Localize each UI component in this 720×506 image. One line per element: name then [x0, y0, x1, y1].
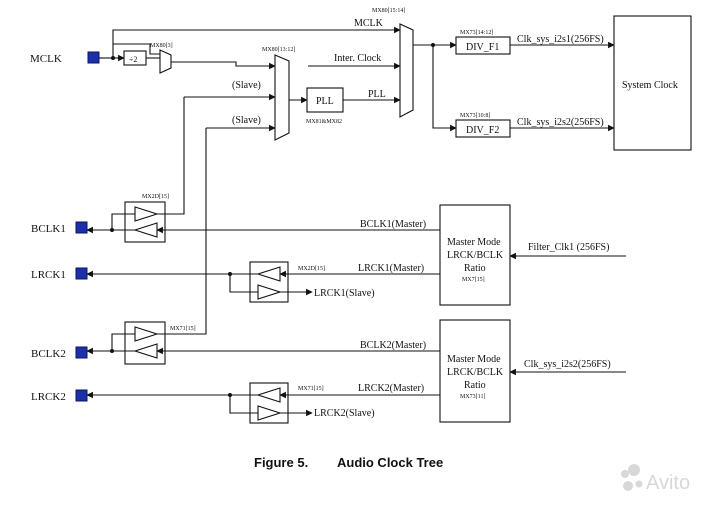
mux-mx80-15-14 — [399, 23, 414, 118]
clk-sys-i2s2-in-label: Clk_sys_i2s2(256FS) — [524, 359, 611, 370]
wire-mx80-3-out — [171, 61, 276, 70]
figure-title: Audio Clock Tree — [337, 455, 443, 470]
master-mode-2-line2: LRCK/BCLK — [447, 367, 504, 378]
slave-label-2: (Slave) — [232, 115, 261, 126]
div-f2-label: DIV_F2 — [466, 125, 499, 136]
system-clock-label: System Clock — [622, 80, 678, 91]
avito-logo-dot-2 — [628, 464, 640, 476]
master-mode-2-reg: MX73[11] — [460, 394, 485, 400]
filter-clk1-label: Filter_Clk1 (256FS) — [528, 242, 609, 253]
mclk-pin-label: MCLK — [30, 53, 62, 65]
div2-label: ÷2 — [129, 55, 137, 64]
lrck1-pin-label: LRCK1 — [31, 269, 66, 281]
wire-bclk2-to-inbuf — [111, 333, 135, 351]
bclk2-pin — [75, 346, 88, 359]
mux-mx80-13-12-label: MX80[13:12] — [262, 47, 295, 53]
master-mode-1-line1: Master Mode — [447, 237, 501, 248]
inter-clock-label: Inter. Clock — [334, 53, 381, 64]
bclk1-pin-label: BCLK1 — [31, 223, 66, 235]
figure-number: Figure 5. — [254, 455, 308, 470]
bclk2-master-label: BCLK2(Master) — [360, 340, 426, 351]
avito-logo-dot-3 — [623, 481, 633, 491]
master-mode-1-line2: LRCK/BCLK — [447, 250, 504, 261]
mux-mx71-15-label: MX71[15] — [170, 326, 196, 332]
mux-mx80-15-14-label: MX80[15:14] — [372, 8, 405, 14]
mclk-pin — [87, 51, 100, 64]
mux-mx80-3-label: MX80[3] — [150, 43, 173, 49]
clk-sys-i2s2-label: Clk_sys_i2s2(256FS) — [517, 117, 604, 128]
div-f1-label: DIV_F1 — [466, 42, 499, 53]
mux-mx71-15b-label: MX71[15] — [298, 386, 324, 392]
lrck1-slave-label: LRCK1(Slave) — [314, 288, 375, 299]
bclk1-master-label: BCLK1(Master) — [360, 219, 426, 230]
wire-bclk1-to-inbuf — [111, 213, 135, 230]
wire-to-div-f2 — [432, 45, 457, 132]
wire-mclk-long — [112, 26, 401, 44]
avito-logo-dot-4 — [635, 480, 643, 488]
bclk1-buffer-group — [124, 201, 166, 243]
bclk2-buffer-group — [124, 321, 166, 365]
wire-bclk1-slave-up — [157, 97, 185, 215]
pll-block-label: PLL — [316, 96, 334, 107]
avito-logo-dot-1 — [621, 470, 629, 478]
clk-sys-i2s1-label: Clk_sys_i2s1(256FS) — [517, 34, 604, 45]
mux-mx73-14-12-label: MX73[14:12] — [460, 30, 493, 36]
system-clock-block — [613, 15, 692, 151]
lrck2-pin-label: LRCK2 — [31, 391, 66, 403]
mux-mx2d-15-label: MX2D[15] — [142, 194, 169, 200]
pll-signal-label: PLL — [368, 89, 386, 100]
lrck1-pin — [75, 267, 88, 280]
master-mode-2-line1: Master Mode — [447, 354, 501, 365]
avito-watermark: Avito — [621, 464, 690, 494]
mux-mx73-10-8-label: MX73[10:8] — [460, 113, 490, 119]
lrck2-master-label: LRCK2(Master) — [358, 383, 424, 394]
mux-mx80-13-12 — [274, 54, 290, 141]
master-mode-1-block — [439, 204, 511, 306]
mclk-signal-label: MCLK — [354, 18, 384, 29]
pll-block — [306, 87, 344, 113]
slave-label-1: (Slave) — [232, 80, 261, 91]
bclk1-pin — [75, 221, 88, 234]
lrck2-pin — [75, 389, 88, 402]
master-mode-2-line3: Ratio — [464, 380, 486, 391]
master-mode-2-block — [439, 319, 511, 423]
mux-mx80-3 — [159, 49, 172, 74]
wire-lrck1-to-inbuf — [229, 274, 258, 293]
bclk2-pin-label: BCLK2 — [31, 348, 66, 360]
wire-bclk2-slave-up — [157, 128, 207, 335]
master-mode-1-reg: MX7[15] — [462, 277, 485, 283]
avito-watermark-text: Avito — [646, 472, 690, 494]
lrck2-slave-label: LRCK2(Slave) — [314, 408, 375, 419]
mux-mx2d-15b-label: MX2D[15] — [298, 266, 325, 272]
master-mode-1-line3: Ratio — [464, 263, 486, 274]
wire-lrck2-to-inbuf — [229, 395, 258, 414]
mux-mx81-82-label: MX81&MX82 — [306, 119, 342, 125]
lrck1-master-label: LRCK1(Master) — [358, 263, 424, 274]
wire-mclk-bypass — [112, 43, 160, 58]
